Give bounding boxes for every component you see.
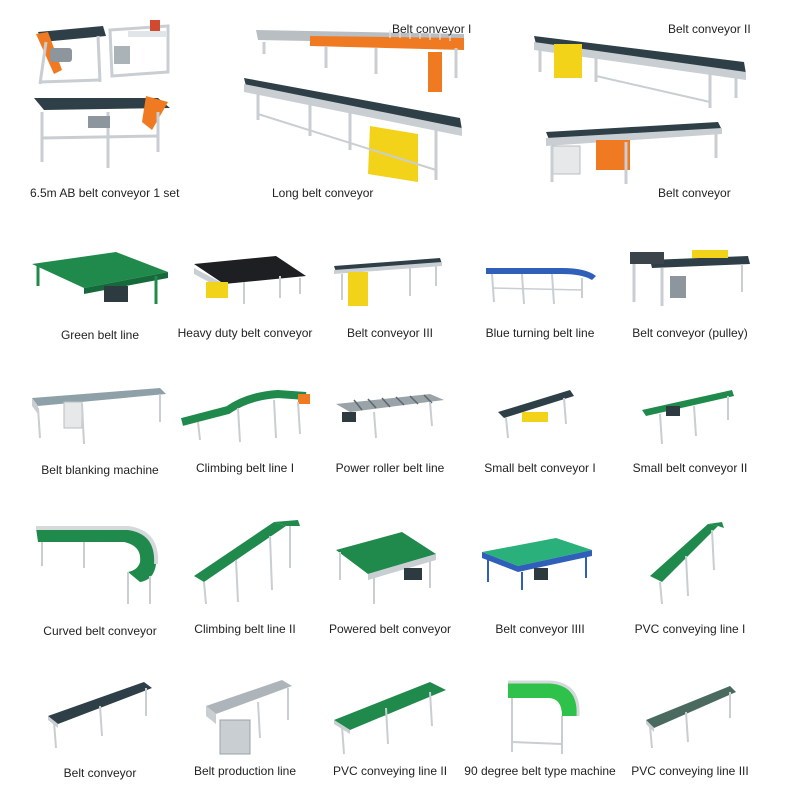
product-image-ab-belt-conveyor[interactable] xyxy=(28,12,178,172)
product-image-curved-belt-conveyor[interactable] xyxy=(32,520,162,610)
caption-pvc-conveying-line-i: PVC conveying line I xyxy=(634,622,746,636)
product-image-belt-conveyor-bottom[interactable] xyxy=(44,676,156,754)
product-image-pvc-conveying-line-ii[interactable] xyxy=(330,676,454,758)
caption-belt-conveyor-i: Belt conveyor I xyxy=(392,22,472,36)
caption-powered-belt-conveyor: Powered belt conveyor xyxy=(328,622,452,636)
product-image-power-roller-belt-line[interactable] xyxy=(334,392,446,444)
product-image-belt-conveyor-iii[interactable] xyxy=(332,256,444,310)
caption-belt-conveyor-top: Belt conveyor xyxy=(658,186,731,200)
product-image-90-degree-belt-machine[interactable] xyxy=(500,672,588,758)
caption-climbing-belt-line-i: Climbing belt line I xyxy=(195,461,295,475)
caption-climbing-belt-line-ii: Climbing belt line II xyxy=(194,622,296,636)
product-image-climbing-belt-line-ii[interactable] xyxy=(190,516,302,608)
product-image-powered-belt-conveyor[interactable] xyxy=(334,528,438,606)
product-image-belt-conveyor-pulley[interactable] xyxy=(622,248,752,310)
caption-green-belt-line: Green belt line xyxy=(60,328,140,342)
caption-ab-belt-conveyor: 6.5m AB belt conveyor 1 set xyxy=(30,186,180,200)
product-image-belt-blanking-machine[interactable] xyxy=(28,386,170,448)
caption-power-roller-belt-line: Power roller belt line xyxy=(335,461,445,475)
product-image-belt-production-line[interactable] xyxy=(198,676,298,760)
caption-long-belt-conveyor: Long belt conveyor xyxy=(272,186,374,200)
product-image-belt-conveyor-iiii[interactable] xyxy=(480,534,594,592)
caption-pvc-conveying-line-ii: PVC conveying line II xyxy=(332,764,448,778)
caption-belt-conveyor-ii: Belt conveyor II xyxy=(668,22,751,36)
caption-blue-turning-belt-line: Blue turning belt line xyxy=(485,326,595,340)
caption-belt-production-line: Belt production line xyxy=(193,764,297,778)
product-image-small-belt-conveyor-ii[interactable] xyxy=(638,388,738,446)
caption-belt-conveyor-iii: Belt conveyor III xyxy=(346,326,434,340)
product-image-small-belt-conveyor-i[interactable] xyxy=(494,388,578,442)
product-image-green-belt-line[interactable] xyxy=(30,248,170,308)
caption-belt-conveyor-pulley: Belt conveyor (pulley) xyxy=(632,326,748,340)
caption-small-belt-conveyor-i: Small belt conveyor I xyxy=(484,461,596,475)
caption-belt-conveyor-iiii: Belt conveyor IIII xyxy=(495,622,585,636)
product-image-blue-turning-belt-line[interactable] xyxy=(482,262,600,308)
product-image-long-belt-conveyor[interactable] xyxy=(240,74,468,194)
caption-belt-blanking-machine: Belt blanking machine xyxy=(41,463,159,477)
product-image-belt-conveyor-ii[interactable] xyxy=(530,28,750,112)
caption-heavy-duty-belt-conveyor: Heavy duty belt conveyor xyxy=(177,326,313,340)
caption-pvc-conveying-line-iii: PVC conveying line III xyxy=(631,764,749,778)
product-image-pvc-conveying-line-iii[interactable] xyxy=(642,680,740,752)
caption-belt-conveyor-bottom: Belt conveyor xyxy=(63,766,137,780)
product-image-pvc-conveying-line-i[interactable] xyxy=(646,520,726,606)
product-image-belt-conveyor-i[interactable] xyxy=(250,24,470,96)
product-image-climbing-belt-line-i[interactable] xyxy=(178,388,312,448)
caption-90-degree-belt-machine: 90 degree belt type machine xyxy=(464,764,616,778)
caption-curved-belt-conveyor: Curved belt conveyor xyxy=(43,624,157,638)
product-image-heavy-duty-belt-conveyor[interactable] xyxy=(190,252,310,308)
product-image-belt-conveyor-top[interactable] xyxy=(540,118,726,190)
caption-small-belt-conveyor-ii: Small belt conveyor II xyxy=(632,461,748,475)
